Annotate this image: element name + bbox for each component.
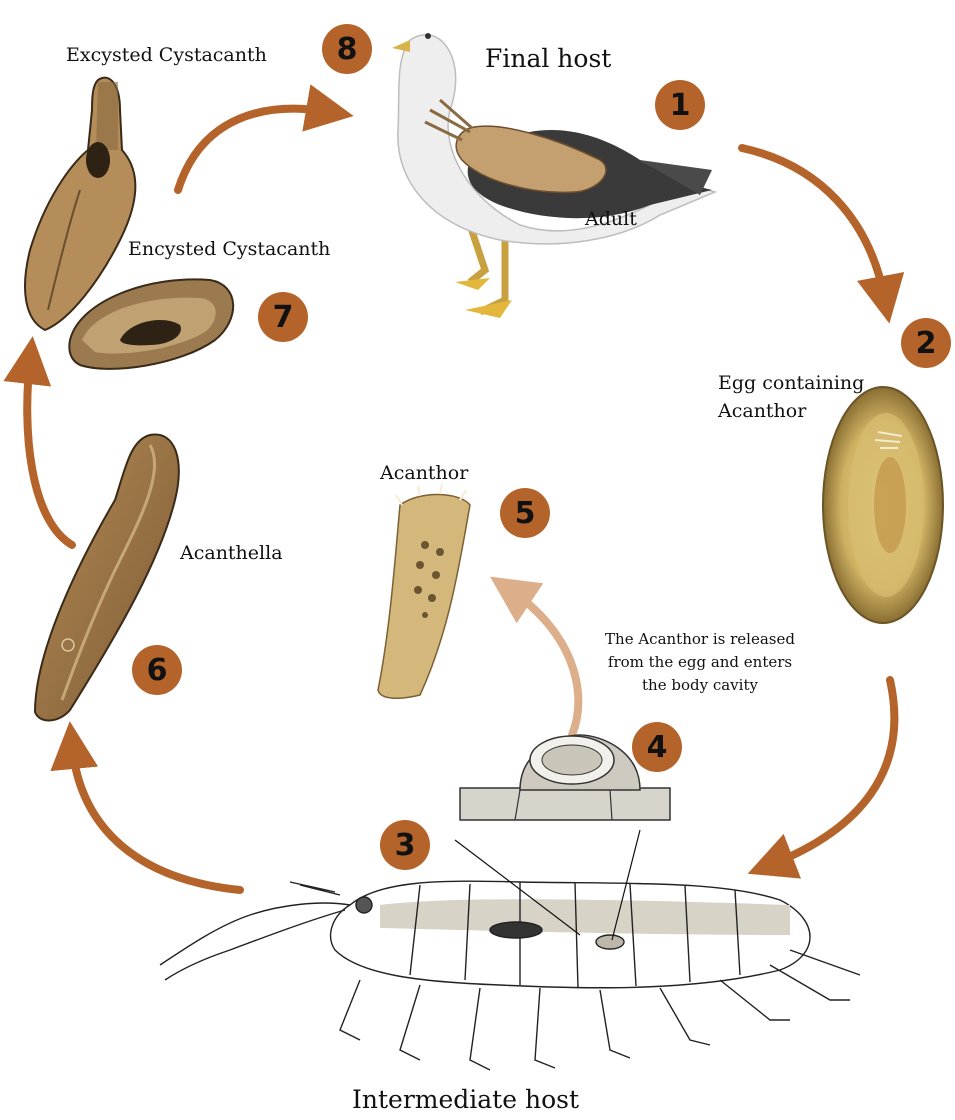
gull-illustration bbox=[392, 33, 715, 318]
label-egg-line2: Acanthor bbox=[718, 400, 806, 422]
arrow-7-to-8 bbox=[178, 109, 330, 190]
label-release-note: The Acanthor is released from the egg an… bbox=[585, 628, 815, 697]
acanthor-illustration bbox=[378, 484, 470, 698]
release-line-3: the body cavity bbox=[585, 674, 815, 697]
encysted-cystacanth-illustration bbox=[69, 279, 233, 368]
label-adult: Adult bbox=[585, 208, 637, 230]
label-intermediate-host: Intermediate host bbox=[352, 1085, 579, 1114]
label-acanthella: Acanthella bbox=[180, 542, 283, 564]
label-final-host: Final host bbox=[485, 44, 611, 73]
step-badge-5: 5 bbox=[500, 488, 550, 538]
step-badge-1: 1 bbox=[655, 80, 705, 130]
step-badge-8: 8 bbox=[322, 24, 372, 74]
arrow-1-to-2 bbox=[742, 148, 885, 300]
arrow-6-to-7 bbox=[27, 360, 72, 545]
arrow-2-to-3 bbox=[770, 680, 894, 865]
step-badge-7: 7 bbox=[258, 292, 308, 342]
release-line-2: from the egg and enters bbox=[585, 651, 815, 674]
label-excysted-cystacanth: Excysted Cystacanth bbox=[66, 44, 267, 66]
amphipod-illustration bbox=[160, 830, 860, 1070]
arrow-4-to-5 bbox=[510, 590, 578, 735]
excysted-cystacanth-illustration bbox=[25, 78, 135, 330]
label-egg-line1: Egg containing bbox=[718, 372, 864, 394]
step-badge-4: 4 bbox=[632, 722, 682, 772]
release-line-1: The Acanthor is released bbox=[585, 628, 815, 651]
step-badge-2: 2 bbox=[901, 318, 951, 368]
step-badge-3: 3 bbox=[380, 820, 430, 870]
step-badge-6: 6 bbox=[132, 645, 182, 695]
egg-illustration bbox=[823, 387, 943, 623]
label-acanthor: Acanthor bbox=[380, 462, 468, 484]
label-encysted-cystacanth: Encysted Cystacanth bbox=[128, 238, 330, 260]
arrow-3-to-6 bbox=[72, 745, 240, 890]
